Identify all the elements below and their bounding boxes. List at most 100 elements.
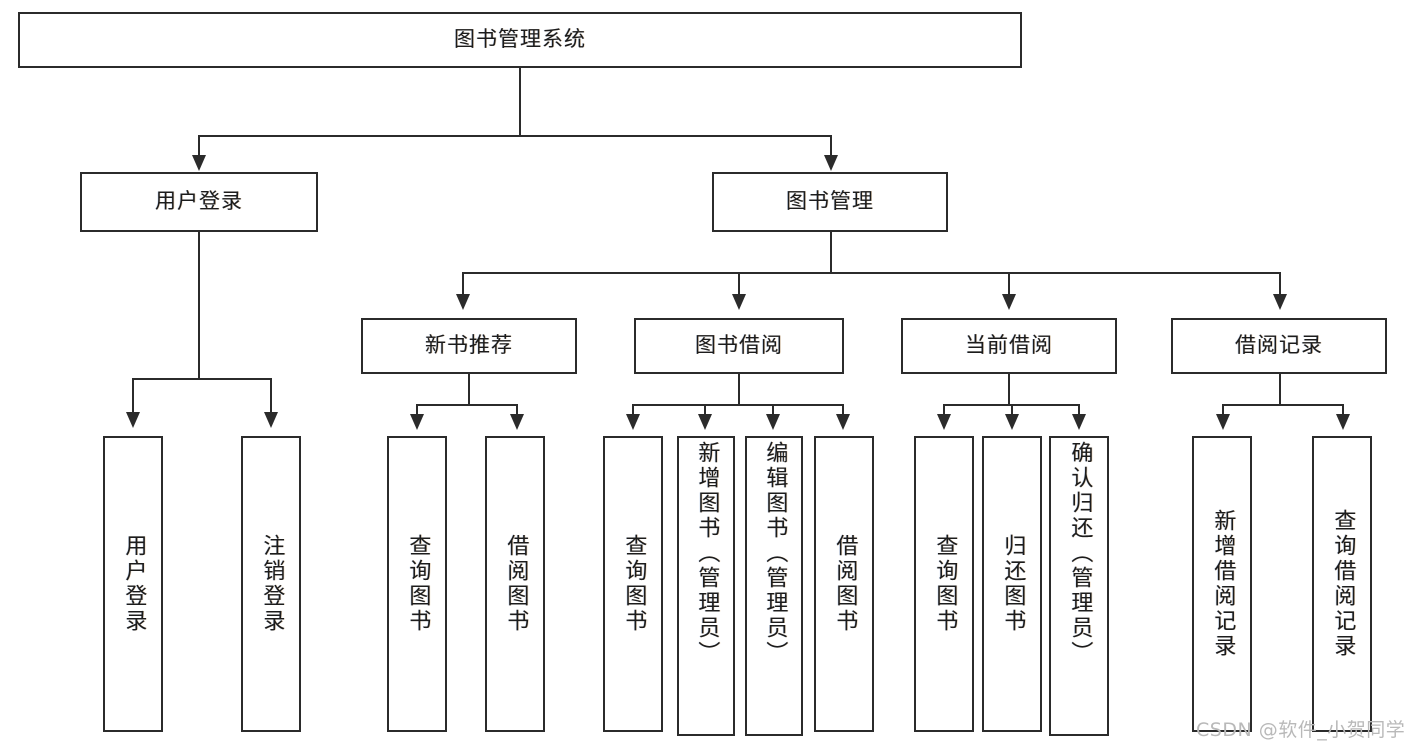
connector-newbook-drop1 <box>416 404 419 416</box>
leaf-text-wrap: 查询借阅记录 <box>1314 438 1370 730</box>
node-book-manage[interactable]: 图书管理 <box>712 172 948 232</box>
connector-user-login-stem <box>198 232 201 378</box>
node-borrow-record[interactable]: 借阅记录 <box>1171 318 1387 374</box>
leaf-text-wrap: 新增图书（管理员） <box>679 438 733 734</box>
arrow-root-to-user-login <box>192 155 206 171</box>
arrow-current-drop1 <box>937 414 951 430</box>
node-leaf-borrow-book-2-label: 借阅图书 <box>832 534 858 634</box>
node-leaf-query-book-1-label: 查询图书 <box>405 534 431 634</box>
node-current-borrow-label: 当前借阅 <box>965 333 1053 358</box>
node-leaf-return-book[interactable]: 归还图书 <box>982 436 1042 732</box>
connector-bm-to-record <box>1279 272 1282 296</box>
node-leaf-user-login-label: 用户登录 <box>121 534 147 634</box>
arrow-borrow-drop3 <box>766 414 780 430</box>
connector-borrow-drop2 <box>704 404 707 416</box>
connector-record-drop1 <box>1222 404 1225 416</box>
arrow-bm-to-newbook <box>456 294 470 310</box>
arrow-borrow-drop1 <box>626 414 640 430</box>
node-leaf-query-book-1[interactable]: 查询图书 <box>387 436 447 732</box>
connector-root-to-user-login <box>198 135 201 157</box>
connector-root-bus <box>198 135 832 138</box>
connector-borrow-stem <box>738 374 741 404</box>
node-leaf-return-book-label: 归还图书 <box>1000 534 1026 634</box>
node-current-borrow[interactable]: 当前借阅 <box>901 318 1117 374</box>
node-leaf-user-logout-label: 注销登录 <box>259 534 285 634</box>
node-leaf-edit-book-label: 编辑图书（管理员） <box>762 441 788 666</box>
node-leaf-query-record-label: 查询借阅记录 <box>1330 509 1356 659</box>
connector-root-to-book-manage <box>830 135 833 157</box>
connector-bm-to-borrow <box>738 272 741 296</box>
node-leaf-edit-book[interactable]: 编辑图书（管理员） <box>745 436 803 736</box>
arrow-bm-to-record <box>1273 294 1287 310</box>
connector-borrow-bus <box>632 404 844 407</box>
node-borrow-record-label: 借阅记录 <box>1235 333 1323 358</box>
arrow-borrow-drop4 <box>836 414 850 430</box>
node-leaf-query-book-2-label: 查询图书 <box>621 534 647 634</box>
node-leaf-borrow-book-2[interactable]: 借阅图书 <box>814 436 874 732</box>
arrow-root-to-book-manage <box>824 155 838 171</box>
leaf-text-wrap: 确认归还（管理员） <box>1051 438 1107 734</box>
arrow-record-drop2 <box>1336 414 1350 430</box>
leaf-text-wrap: 借阅图书 <box>816 438 872 730</box>
node-leaf-add-record-label: 新增借阅记录 <box>1210 509 1236 659</box>
leaf-text-wrap: 用户登录 <box>105 438 161 730</box>
arrow-record-drop1 <box>1216 414 1230 430</box>
node-new-book-recommend[interactable]: 新书推荐 <box>361 318 577 374</box>
node-leaf-query-book-2[interactable]: 查询图书 <box>603 436 663 732</box>
node-leaf-user-logout[interactable]: 注销登录 <box>241 436 301 732</box>
arrow-borrow-drop2 <box>698 414 712 430</box>
node-root-label: 图书管理系统 <box>454 27 586 52</box>
leaf-text-wrap: 注销登录 <box>243 438 299 730</box>
node-book-manage-label: 图书管理 <box>786 189 874 214</box>
node-leaf-add-book[interactable]: 新增图书（管理员） <box>677 436 735 736</box>
arrow-bm-to-borrow <box>732 294 746 310</box>
connector-current-stem <box>1008 374 1011 404</box>
node-leaf-add-record[interactable]: 新增借阅记录 <box>1192 436 1252 732</box>
node-leaf-confirm-return-label: 确认归还（管理员） <box>1067 441 1093 666</box>
arrow-user-login-to-leaf1 <box>126 412 140 428</box>
leaf-text-wrap: 归还图书 <box>984 438 1040 730</box>
node-leaf-confirm-return[interactable]: 确认归还（管理员） <box>1049 436 1109 736</box>
connector-borrow-drop3 <box>772 404 775 416</box>
connector-borrow-drop1 <box>632 404 635 416</box>
connector-record-stem <box>1279 374 1282 404</box>
node-leaf-borrow-book-1-label: 借阅图书 <box>503 534 529 634</box>
watermark-text: CSDN @软件_小贺同学 <box>1196 719 1405 741</box>
node-leaf-add-book-label: 新增图书（管理员） <box>694 441 720 666</box>
node-leaf-query-book-3[interactable]: 查询图书 <box>914 436 974 732</box>
node-user-login[interactable]: 用户登录 <box>80 172 318 232</box>
connector-user-login-to-leaf1 <box>132 378 135 414</box>
connector-newbook-stem <box>468 374 471 404</box>
connector-newbook-bus <box>416 404 518 407</box>
node-root[interactable]: 图书管理系统 <box>18 12 1022 68</box>
node-user-login-label: 用户登录 <box>155 189 243 214</box>
connector-user-login-bus <box>132 378 270 381</box>
connector-record-bus <box>1222 404 1342 407</box>
leaf-text-wrap: 新增借阅记录 <box>1194 438 1250 730</box>
connector-current-drop1 <box>943 404 946 416</box>
arrow-newbook-drop1 <box>410 414 424 430</box>
node-leaf-user-login[interactable]: 用户登录 <box>103 436 163 732</box>
connector-root-stem <box>519 68 522 135</box>
connector-book-manage-bus <box>462 272 1279 275</box>
leaf-text-wrap: 编辑图书（管理员） <box>747 438 801 734</box>
node-leaf-borrow-book-1[interactable]: 借阅图书 <box>485 436 545 732</box>
node-new-book-recommend-label: 新书推荐 <box>425 333 513 358</box>
arrow-bm-to-current <box>1002 294 1016 310</box>
connector-borrow-drop4 <box>842 404 845 416</box>
leaf-text-wrap: 借阅图书 <box>487 438 543 730</box>
leaf-text-wrap: 查询图书 <box>389 438 445 730</box>
leaf-text-wrap: 查询图书 <box>605 438 661 730</box>
arrow-current-drop3 <box>1072 414 1086 430</box>
connector-user-login-to-leaf2 <box>270 378 273 414</box>
connector-book-manage-stem <box>830 232 833 272</box>
node-book-borrow-label: 图书借阅 <box>695 333 783 358</box>
node-book-borrow[interactable]: 图书借阅 <box>634 318 844 374</box>
arrow-user-login-to-leaf2 <box>264 412 278 428</box>
connector-current-drop3 <box>1078 404 1081 416</box>
connector-newbook-drop2 <box>516 404 519 416</box>
connector-bm-to-current <box>1008 272 1011 296</box>
node-leaf-query-record[interactable]: 查询借阅记录 <box>1312 436 1372 732</box>
connector-current-drop2 <box>1011 404 1014 416</box>
